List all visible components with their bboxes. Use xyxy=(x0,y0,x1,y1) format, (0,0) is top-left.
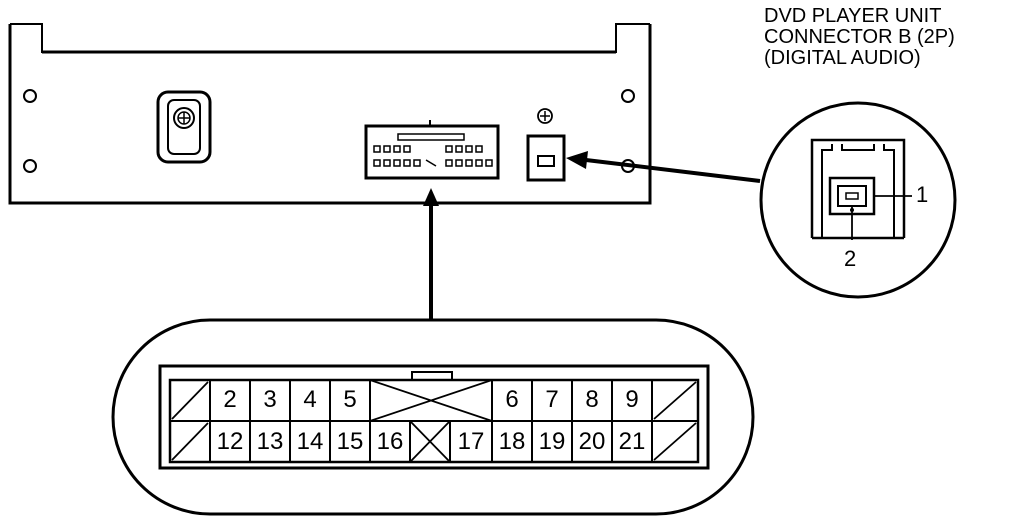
arrow-connector-a xyxy=(423,188,439,320)
pin-label: 16 xyxy=(376,428,404,455)
connector-title: DVD PLAYER UNIT CONNECTOR B (2P) (DIGITA… xyxy=(764,6,1019,69)
callout-label-2: 2 xyxy=(844,246,857,271)
title-line-1: DVD PLAYER UNIT xyxy=(764,5,942,27)
pin-label: 8 xyxy=(585,386,599,413)
mount-hole xyxy=(621,89,635,103)
pin-label: 12 xyxy=(216,428,244,455)
pin-label: 2 xyxy=(223,386,237,413)
connector-a-detail xyxy=(111,318,755,516)
connector-b-housing xyxy=(526,108,566,182)
pin-label: 14 xyxy=(296,428,324,455)
dvd-player-unit xyxy=(8,23,652,205)
pin-label: 17 xyxy=(457,428,485,455)
connector-a-housing xyxy=(364,120,500,180)
pin-label: 15 xyxy=(336,428,364,455)
arrow-connector-b xyxy=(566,151,761,183)
connector-b-detail xyxy=(759,101,957,299)
pin-label: 6 xyxy=(505,386,519,413)
pin-label: 3 xyxy=(263,386,277,413)
callout-label-1: 1 xyxy=(916,182,929,207)
pin-label: 9 xyxy=(625,386,639,413)
title-line-3: (DIGITAL AUDIO) xyxy=(764,47,921,69)
pin-label: 5 xyxy=(343,386,357,413)
pin-label: 13 xyxy=(256,428,284,455)
pin-label: 18 xyxy=(498,428,526,455)
ground-symbol-icon xyxy=(537,108,553,124)
pin-label: 20 xyxy=(578,428,606,455)
pin-label: 19 xyxy=(538,428,566,455)
pin-label: 21 xyxy=(618,428,646,455)
mount-hole xyxy=(23,89,37,103)
mount-hole xyxy=(23,159,37,173)
ground-screw-icon xyxy=(156,90,212,164)
pin-label: 7 xyxy=(545,386,559,413)
title-line-2: CONNECTOR B (2P) xyxy=(764,26,955,48)
pin-label: 4 xyxy=(303,386,317,413)
